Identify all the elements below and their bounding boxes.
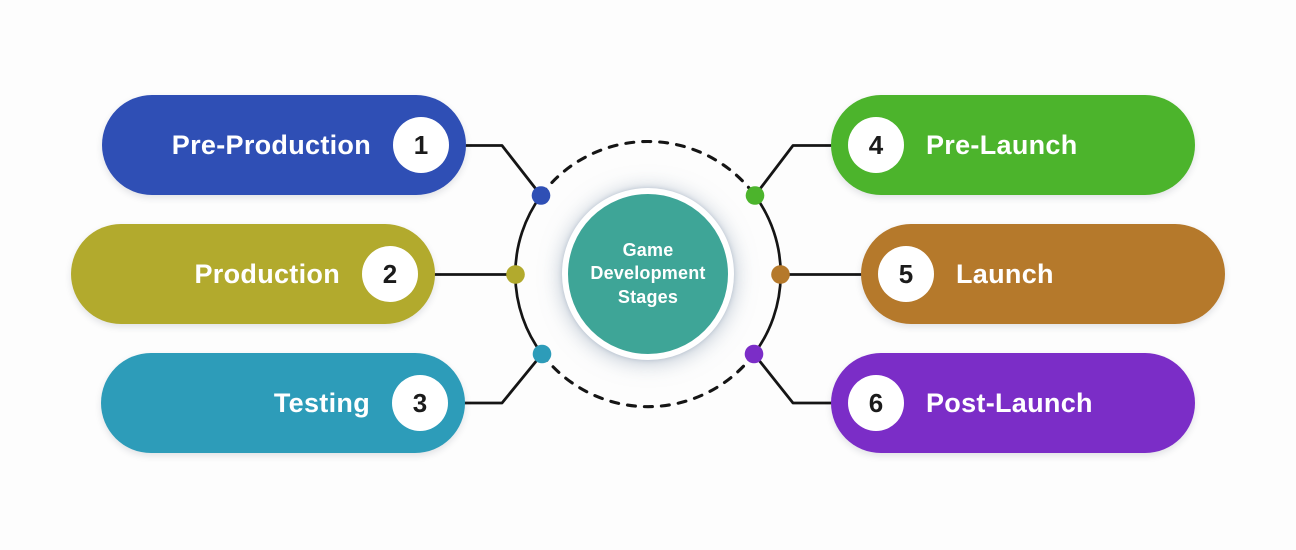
stage-number: 2 [382,259,398,289]
stage-number-badge: 5 [878,246,934,302]
stage-label: Post-Launch [926,387,1093,418]
stage-number: 1 [413,130,429,160]
stage-number: 3 [412,388,428,418]
node-dot-pre-launch [745,186,765,205]
stage-label: Launch [956,258,1054,289]
connector-pre-production [463,144,543,197]
stage-label: Production [194,258,340,289]
connector-post-launch [752,352,833,405]
stage-number-badge: 6 [848,375,904,431]
stage-pill-pre-launch: 4 Pre-Launch [831,95,1195,195]
node-dot-post-launch [744,344,764,364]
node-dot-production [506,265,525,284]
center-title: Game Development Stages [590,239,706,307]
connector-pre-launch [753,144,833,197]
stage-pill-launch: 5 Launch [861,224,1225,324]
stage-number-badge: 4 [848,117,904,173]
node-dot-pre-production [531,186,551,205]
node-dot-testing [532,344,552,364]
stage-number-badge: 3 [392,375,448,431]
stage-label: Testing [273,387,370,418]
connector-testing [463,352,544,405]
dashed-arc-top [539,139,757,198]
center-node: Game Development Stages [562,188,734,360]
stage-label: Pre-Production [171,129,371,160]
stage-pill-pre-production: Pre-Production 1 [102,95,466,195]
stage-number: 6 [868,388,884,418]
stage-pill-testing: Testing 3 [101,353,465,453]
stage-number: 4 [868,130,884,160]
stage-number-badge: 2 [362,246,418,302]
stage-number: 5 [898,259,914,289]
stage-pill-post-launch: 6 Post-Launch [831,353,1195,453]
stage-number-badge: 1 [393,117,449,173]
stage-label: Pre-Launch [926,129,1078,160]
dashed-arc-bottom [540,352,756,409]
node-dot-launch [771,265,790,284]
stage-pill-production: Production 2 [71,224,435,324]
